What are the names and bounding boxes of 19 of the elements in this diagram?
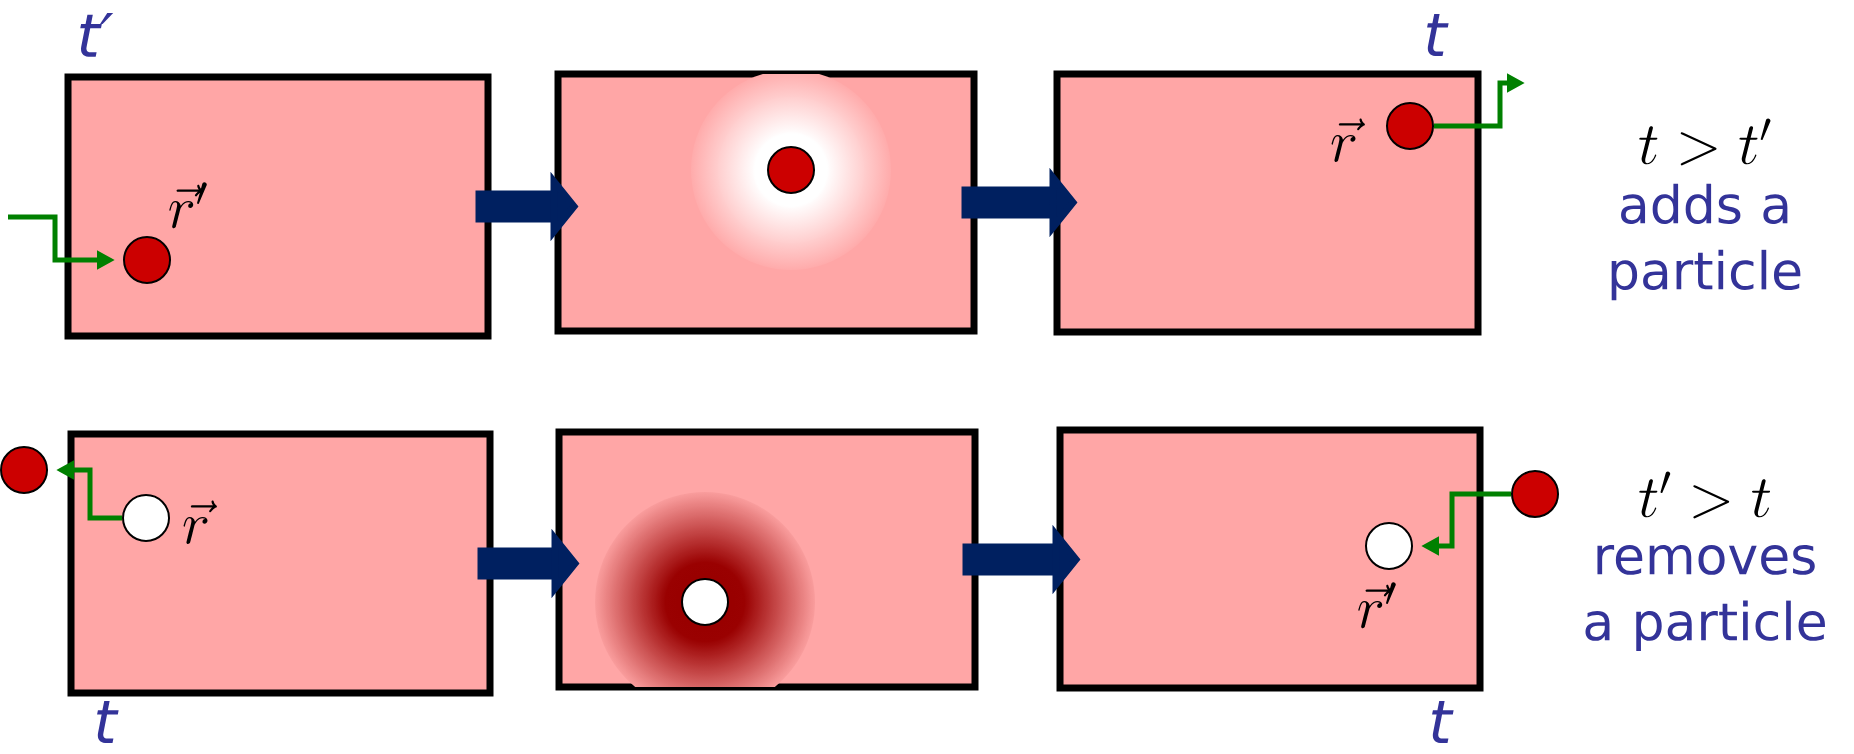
caption-text: removes a particle bbox=[1585, 545, 1825, 651]
hole-circle bbox=[681, 578, 729, 626]
time-label: t bbox=[1427, 13, 1449, 57]
time-order-formula: $t' > t$ bbox=[1639, 471, 1771, 519]
hole-circle bbox=[1365, 522, 1413, 570]
time-label: t bbox=[1432, 700, 1454, 744]
vector-label: $\vec{r}'$ bbox=[169, 182, 207, 229]
caption-text: adds a particle bbox=[1611, 183, 1801, 301]
time-label: t bbox=[97, 700, 119, 744]
time-label: t′ bbox=[80, 13, 114, 57]
particle-circle bbox=[1511, 470, 1559, 518]
particle-circle bbox=[1386, 102, 1434, 150]
vector-label: $\vec{r}$ bbox=[1331, 118, 1365, 162]
hole-circle bbox=[122, 494, 170, 542]
particle-circle bbox=[0, 446, 48, 494]
time-order-formula: $t > t'$ bbox=[1639, 118, 1771, 166]
particle-circle bbox=[767, 146, 815, 194]
vector-label: $\vec{r}'$ bbox=[1358, 582, 1396, 629]
particle-circle bbox=[123, 236, 171, 284]
